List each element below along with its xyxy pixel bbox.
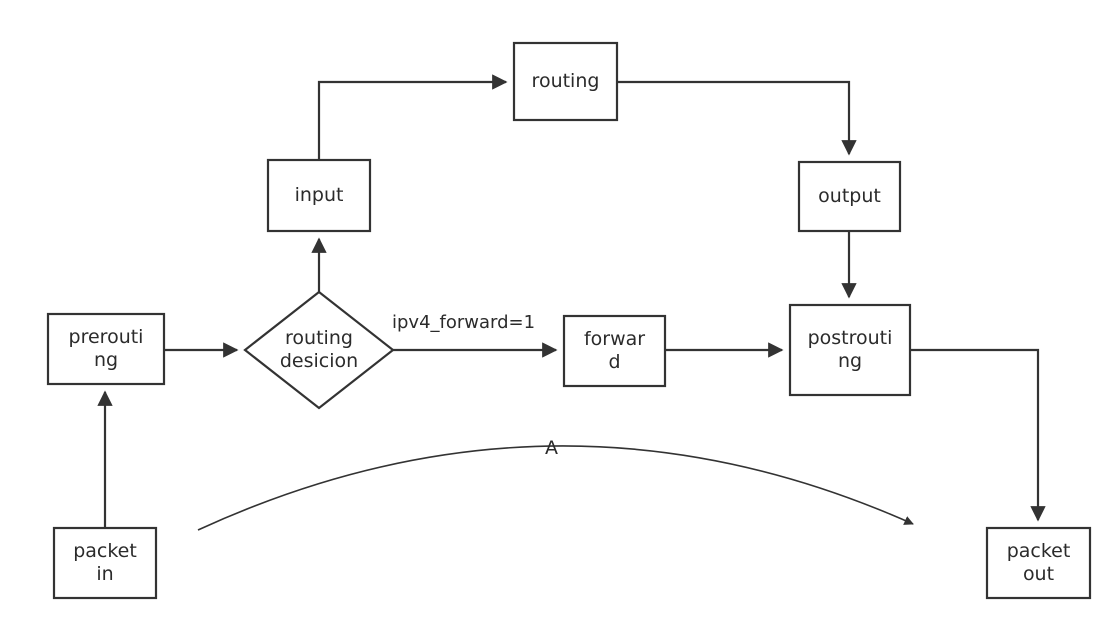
node-prerouting	[46, 312, 166, 386]
edge-postrouting-to-packet-out	[910, 348, 1046, 522]
node-forward	[562, 314, 667, 388]
node-routing	[512, 41, 619, 122]
node-packet-out	[985, 526, 1092, 600]
edge-curve-a	[197, 445, 914, 531]
edge-routing-to-output	[617, 80, 857, 156]
curve-label-a: A	[545, 437, 558, 459]
node-postrouting	[788, 303, 912, 397]
node-packet-in	[52, 526, 158, 600]
edge-input-to-routing	[317, 74, 508, 160]
node-input	[266, 158, 372, 233]
node-output	[797, 160, 902, 233]
edge-label-ipv4-forward-condition: ipv4_forward=1	[392, 312, 536, 333]
node-routing-decision	[243, 290, 395, 410]
